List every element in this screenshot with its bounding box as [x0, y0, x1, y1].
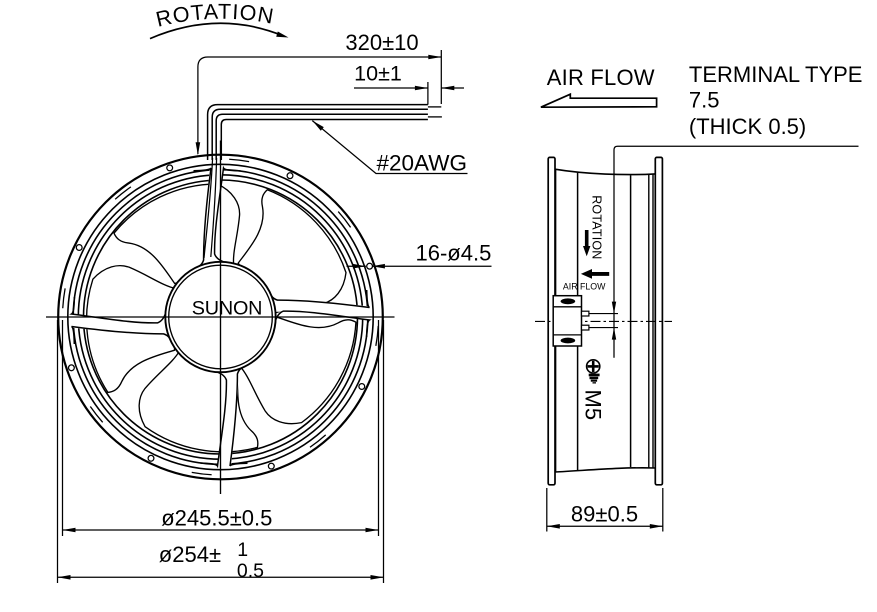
svg-text:10±1: 10±1: [354, 62, 402, 86]
svg-text:#20AWG: #20AWG: [377, 150, 467, 175]
svg-text:TERMINAL TYPE: TERMINAL TYPE: [689, 62, 863, 87]
svg-text:7.5: 7.5: [689, 87, 720, 112]
svg-text:AIR FLOW: AIR FLOW: [563, 282, 606, 292]
svg-text:SUNON: SUNON: [192, 297, 262, 319]
svg-text:M5: M5: [581, 390, 606, 421]
svg-text:ø245.5±0.5: ø245.5±0.5: [161, 506, 272, 531]
svg-text:320±10: 320±10: [345, 30, 418, 55]
svg-text:0.5: 0.5: [237, 560, 264, 582]
svg-text:89±0.5: 89±0.5: [571, 502, 638, 527]
svg-text:AIR FLOW: AIR FLOW: [547, 65, 655, 90]
svg-text:ROTATION: ROTATION: [589, 195, 603, 259]
svg-text:ø254±: ø254±: [159, 542, 221, 567]
svg-text:16-ø4.5: 16-ø4.5: [416, 241, 492, 266]
svg-text:(THICK 0.5): (THICK 0.5): [689, 114, 806, 139]
svg-text:1: 1: [237, 539, 248, 561]
